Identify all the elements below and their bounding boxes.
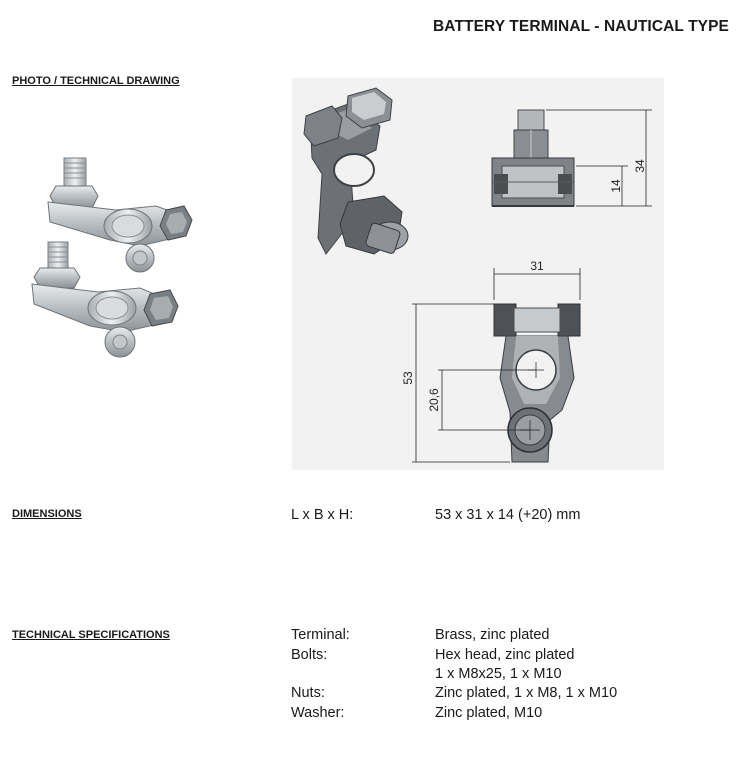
side-view-dimensions xyxy=(546,109,652,207)
dim-31-label: 31 xyxy=(530,259,544,273)
spec-value: Zinc plated, 1 x M8, 1 x M10 xyxy=(435,685,618,701)
side-view xyxy=(491,109,575,207)
dimensions-value: 53 x 31 x 14 (+20) mm xyxy=(435,507,581,523)
terminal-photo xyxy=(31,157,193,358)
section-label-photo: PHOTO / TECHNICAL DRAWING xyxy=(12,75,180,87)
terminal-3d-render xyxy=(303,87,409,255)
dimensions-key: L x B x H: xyxy=(291,507,354,523)
section-label-technical: TECHNICAL SPECIFICATIONS xyxy=(12,629,170,641)
dim-34-label: 34 xyxy=(633,159,647,173)
dim-53-label: 53 xyxy=(401,371,415,385)
terminal-lower xyxy=(31,241,179,358)
dim-14-label: 14 xyxy=(609,179,623,193)
dim-20-6-label: 20,6 xyxy=(427,388,441,412)
spec-key: Bolts: xyxy=(291,647,328,663)
top-view-dimensions xyxy=(412,268,581,463)
spec-value: 1 x M8x25, 1 x M10 xyxy=(435,666,562,682)
spec-value: Zinc plated, M10 xyxy=(435,705,543,721)
spec-key: Terminal: xyxy=(291,627,350,643)
spec-value: Hex head, zinc plated xyxy=(435,647,575,663)
spec-key: Washer: xyxy=(291,705,345,721)
spec-key: Nuts: xyxy=(291,685,325,701)
spec-value: Brass, zinc plated xyxy=(435,627,550,643)
terminal-upper xyxy=(47,157,193,273)
section-label-dimensions: DIMENSIONS xyxy=(12,508,82,520)
page-title: BATTERY TERMINAL - NAUTICAL TYPE xyxy=(433,18,729,35)
technical-drawing: 34 14 31 53 20,6 xyxy=(292,78,664,470)
